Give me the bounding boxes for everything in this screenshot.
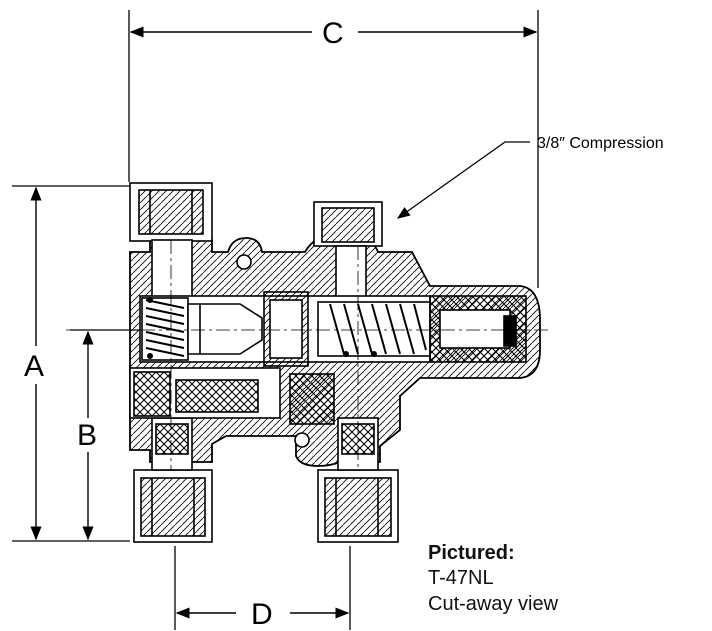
valve-body [66,182,548,543]
dimension-b-label: B [77,419,97,452]
caption-heading: Pictured: [428,542,515,564]
dimension-d-label: D [251,598,273,631]
dimension-c-label: C [322,17,344,50]
caption-view: Cut-away view [428,593,559,615]
dimension-a-label: A [24,350,44,383]
compression-callout: 3/8″ Compression [396,135,664,219]
dimension-a: A [12,185,130,542]
dimension-c: C [128,10,539,288]
caption-model: T-47NL [428,567,494,589]
dimension-d: D [174,546,351,631]
callout-label: 3/8″ Compression [537,135,664,152]
caption: Pictured: T-47NL Cut-away view [428,541,558,617]
